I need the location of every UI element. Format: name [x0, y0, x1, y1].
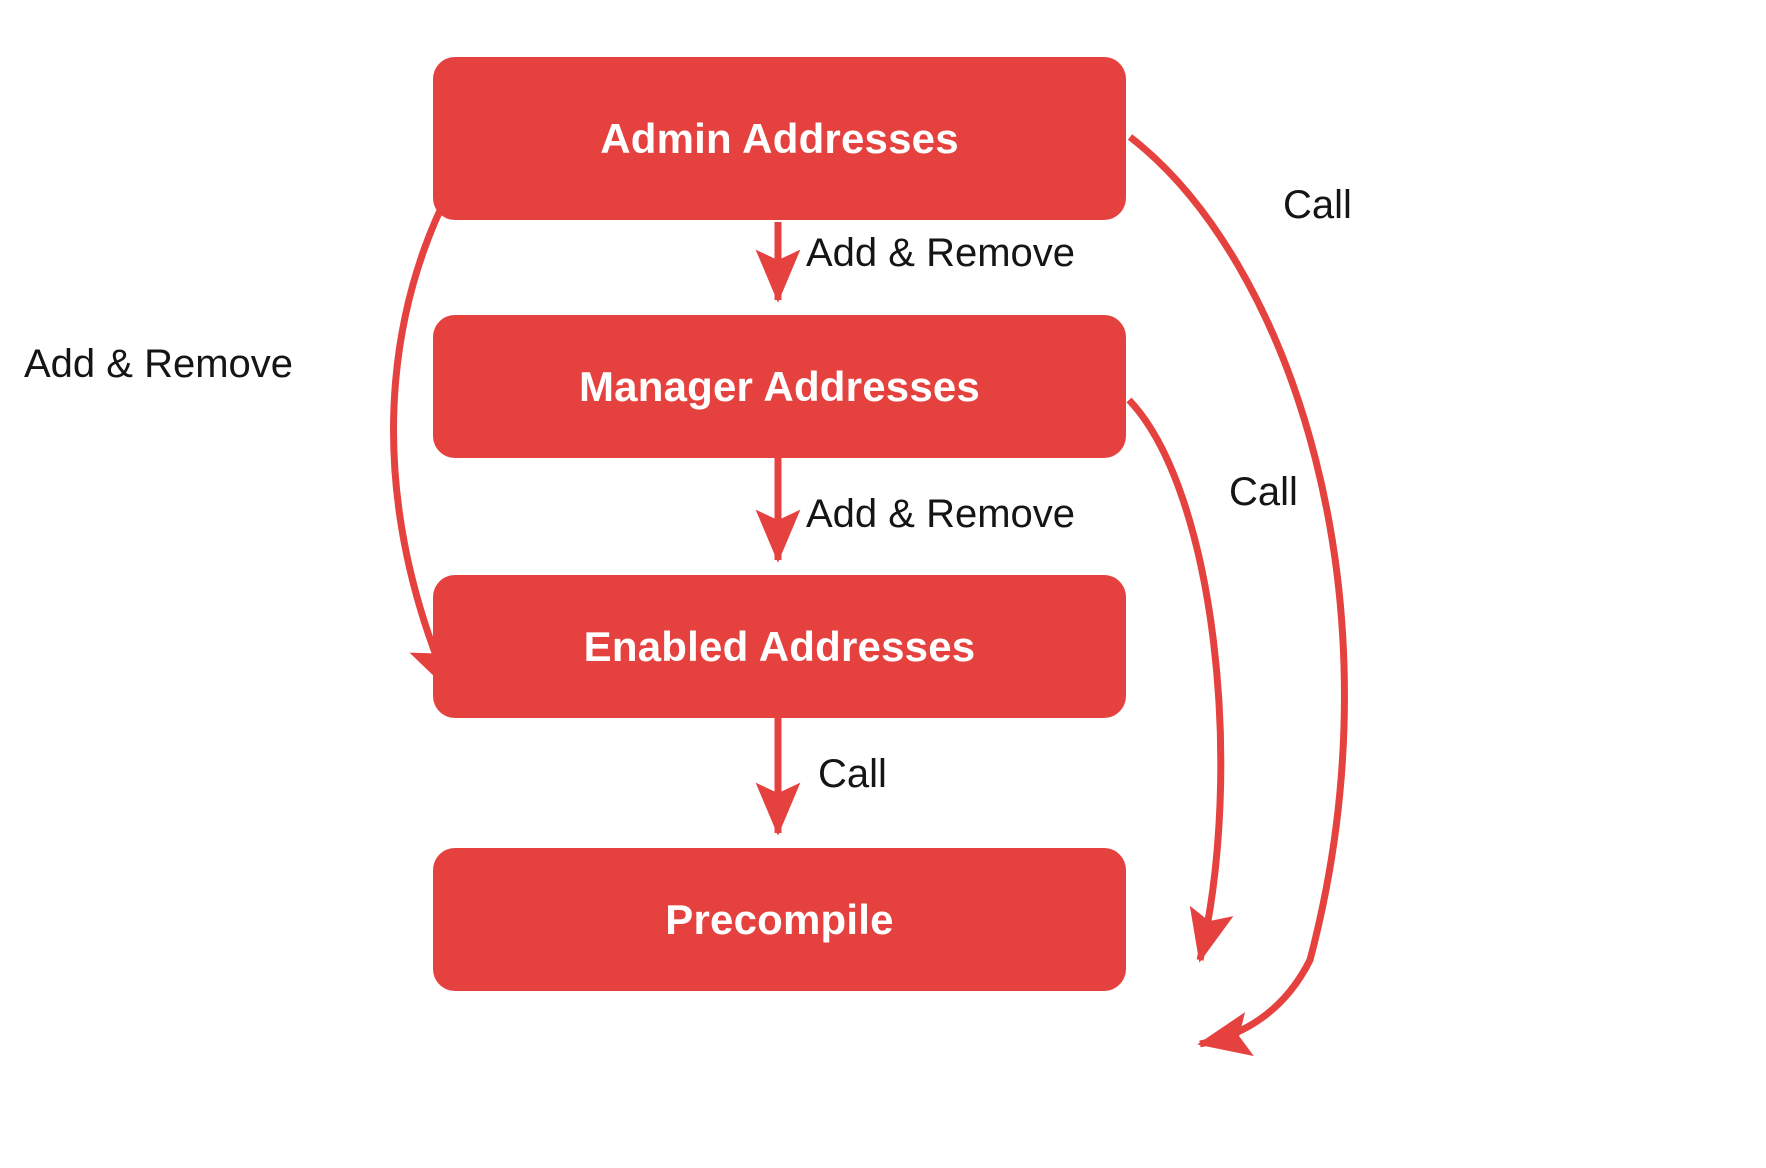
- node-label: Admin Addresses: [600, 114, 959, 162]
- edge-label-manager-enabled: Add & Remove: [806, 492, 1076, 536]
- node-enabled-addresses[interactable]: Enabled Addresses: [433, 575, 1126, 718]
- edge-label-admin-manager: Add & Remove: [806, 231, 1076, 275]
- edge-label-manager-precompile: Call: [1229, 470, 1298, 514]
- edge-admin-precompile: [1127, 134, 1348, 1057]
- node-label: Precompile: [665, 895, 894, 943]
- node-label: Manager Addresses: [578, 362, 980, 410]
- edge-label-admin-precompile: Call: [1283, 183, 1352, 227]
- edge-label-admin-enabled: Add & Remove: [24, 342, 294, 386]
- node-admin-addresses[interactable]: Admin Addresses: [433, 57, 1126, 220]
- edge-manager-precompile: [1126, 397, 1234, 963]
- edge-label-enabled-precompile: Call: [818, 752, 887, 796]
- node-label: Enabled Addresses: [583, 622, 976, 670]
- node-manager-addresses[interactable]: Manager Addresses: [433, 315, 1126, 458]
- node-precompile[interactable]: Precompile: [433, 848, 1126, 991]
